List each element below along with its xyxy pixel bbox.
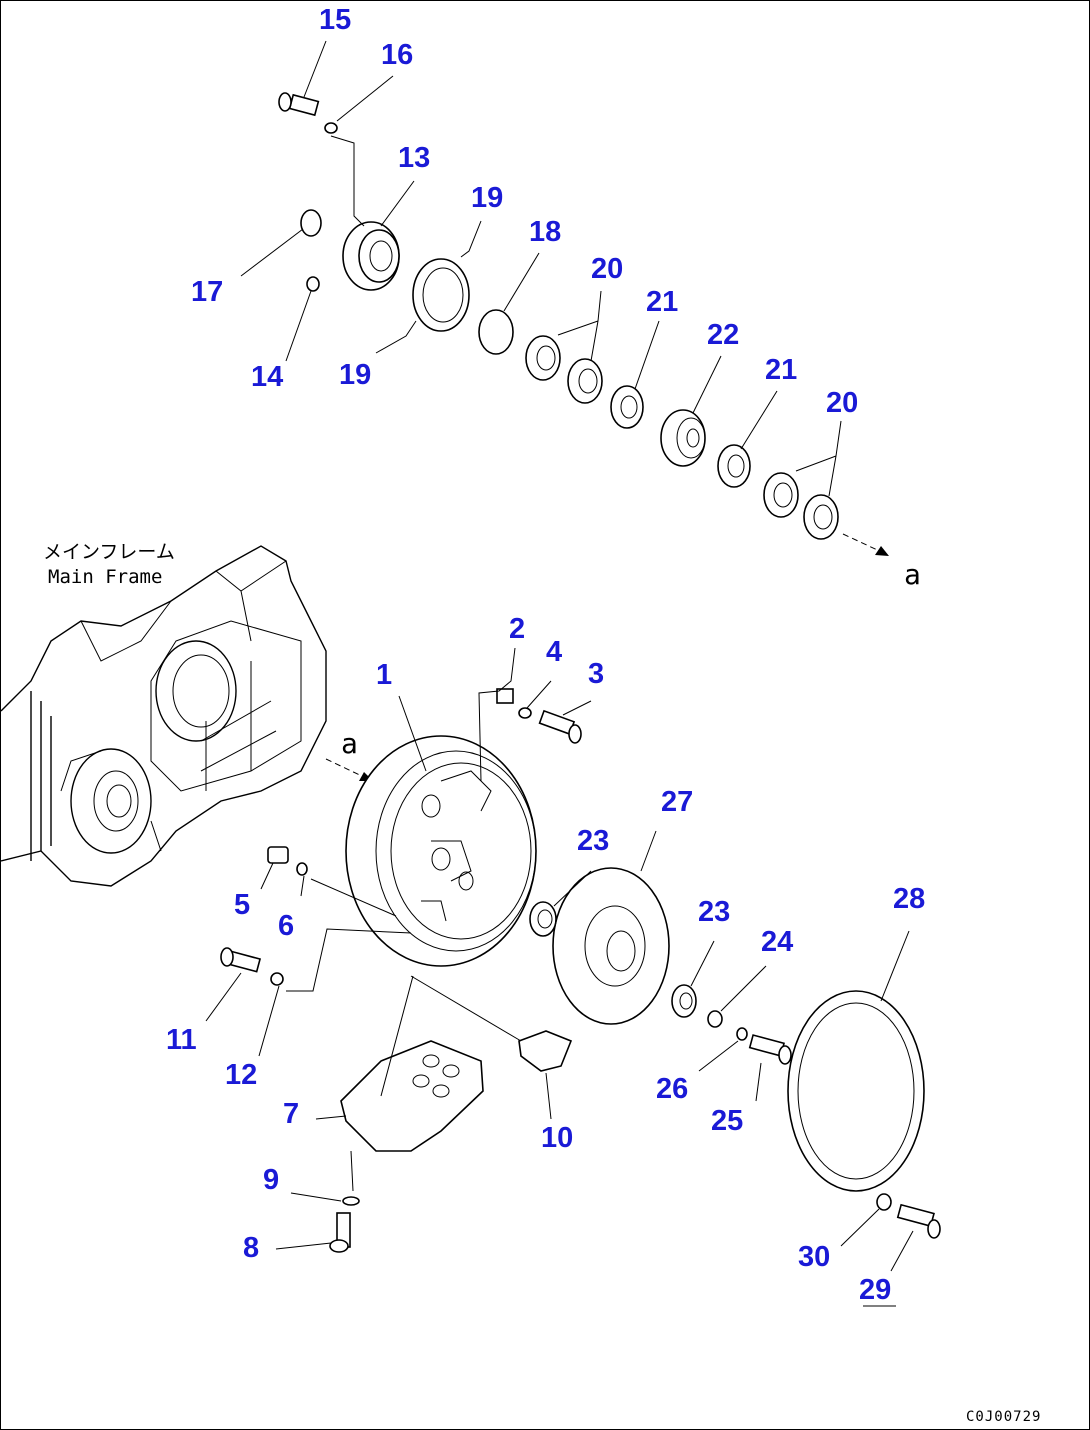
callout-19-upper: 19 <box>471 182 503 214</box>
part-19-shim <box>412 258 470 332</box>
callout-2: 2 <box>509 613 525 645</box>
callout-23-lower: 23 <box>698 896 730 928</box>
part-10-bracket <box>518 1030 573 1072</box>
main-frame-label-jp: メインフレーム <box>43 541 175 563</box>
part-20-bearing-lower <box>763 472 839 540</box>
part-3-bolt <box>538 709 582 744</box>
callout-9: 9 <box>263 1164 279 1196</box>
callouts: 15 16 13 19 18 20 21 17 22 14 19 21 20 2… <box>166 4 925 1306</box>
callout-1: 1 <box>376 659 392 691</box>
callout-17: 17 <box>191 276 223 308</box>
part-13-housing <box>342 221 400 291</box>
part-14-plug <box>306 276 320 292</box>
part-23-seal-b <box>671 984 697 1018</box>
part-21-ring-lower <box>717 444 751 488</box>
callout-10: 10 <box>541 1122 573 1154</box>
arrow-to-a-mid <box>325 758 373 781</box>
callout-27: 27 <box>661 786 693 818</box>
main-frame <box>1 545 327 887</box>
arrow-label-a-upper: a <box>904 558 921 591</box>
callout-8: 8 <box>243 1232 259 1264</box>
part-23-seal-a <box>529 901 557 937</box>
part-15-bolt <box>278 92 320 117</box>
part-29-bolt <box>896 1203 941 1239</box>
part-8-bolt <box>329 1212 351 1253</box>
callout-7: 7 <box>283 1098 299 1130</box>
callout-23-upper: 23 <box>577 825 609 857</box>
part-16-washer <box>324 122 338 134</box>
callout-20-lower: 20 <box>826 387 858 419</box>
arrow-label-a-mid: a <box>341 727 358 760</box>
part-28-ring-gear <box>787 990 925 1192</box>
callout-24: 24 <box>761 926 793 958</box>
part-26-washer <box>736 1027 748 1041</box>
part-11-bolt <box>220 947 262 973</box>
callout-30: 30 <box>798 1241 830 1273</box>
callout-4: 4 <box>546 636 562 668</box>
drawing-code: C0J00729 <box>966 1409 1041 1425</box>
part-5-nut <box>267 846 289 864</box>
part-1-case <box>345 735 537 967</box>
callout-18: 18 <box>529 216 561 248</box>
callout-28: 28 <box>893 883 925 915</box>
part-21-ring-upper <box>610 385 644 429</box>
callout-15: 15 <box>319 4 351 36</box>
leader-lines <box>205 40 914 1307</box>
main-frame-label-en: Main Frame <box>48 566 162 588</box>
callout-6: 6 <box>278 910 294 942</box>
callout-3: 3 <box>588 658 604 690</box>
callout-5: 5 <box>234 889 250 921</box>
part-2-block <box>496 688 514 704</box>
callout-26: 26 <box>656 1073 688 1105</box>
part-24-washer <box>707 1010 723 1028</box>
callout-20-upper: 20 <box>591 253 623 285</box>
callout-21-upper: 21 <box>646 286 678 318</box>
callout-22: 22 <box>707 319 739 351</box>
part-17-o-ring <box>300 209 322 237</box>
part-27-plate <box>552 867 670 1025</box>
callout-14: 14 <box>251 361 283 393</box>
part-12-washer <box>270 972 284 986</box>
callout-12: 12 <box>225 1059 257 1091</box>
callout-29: 29 <box>859 1274 891 1306</box>
part-7-guard <box>340 1040 484 1152</box>
callout-11: 11 <box>166 1024 197 1056</box>
callout-16: 16 <box>381 39 413 71</box>
part-22-gear <box>660 409 706 467</box>
part-6-washer <box>296 862 308 876</box>
callout-25: 25 <box>711 1105 743 1137</box>
arrow-to-a-upper <box>842 533 889 556</box>
callout-21-lower: 21 <box>765 354 797 386</box>
part-9-washer <box>342 1196 360 1206</box>
part-18-o-ring <box>478 309 514 355</box>
part-4-washer <box>518 707 532 719</box>
callout-13: 13 <box>398 142 430 174</box>
part-25-bolt <box>748 1034 792 1065</box>
part-30-washer <box>876 1193 892 1211</box>
callout-19-lower: 19 <box>339 359 371 391</box>
part-20-bearing-upper <box>525 335 603 404</box>
